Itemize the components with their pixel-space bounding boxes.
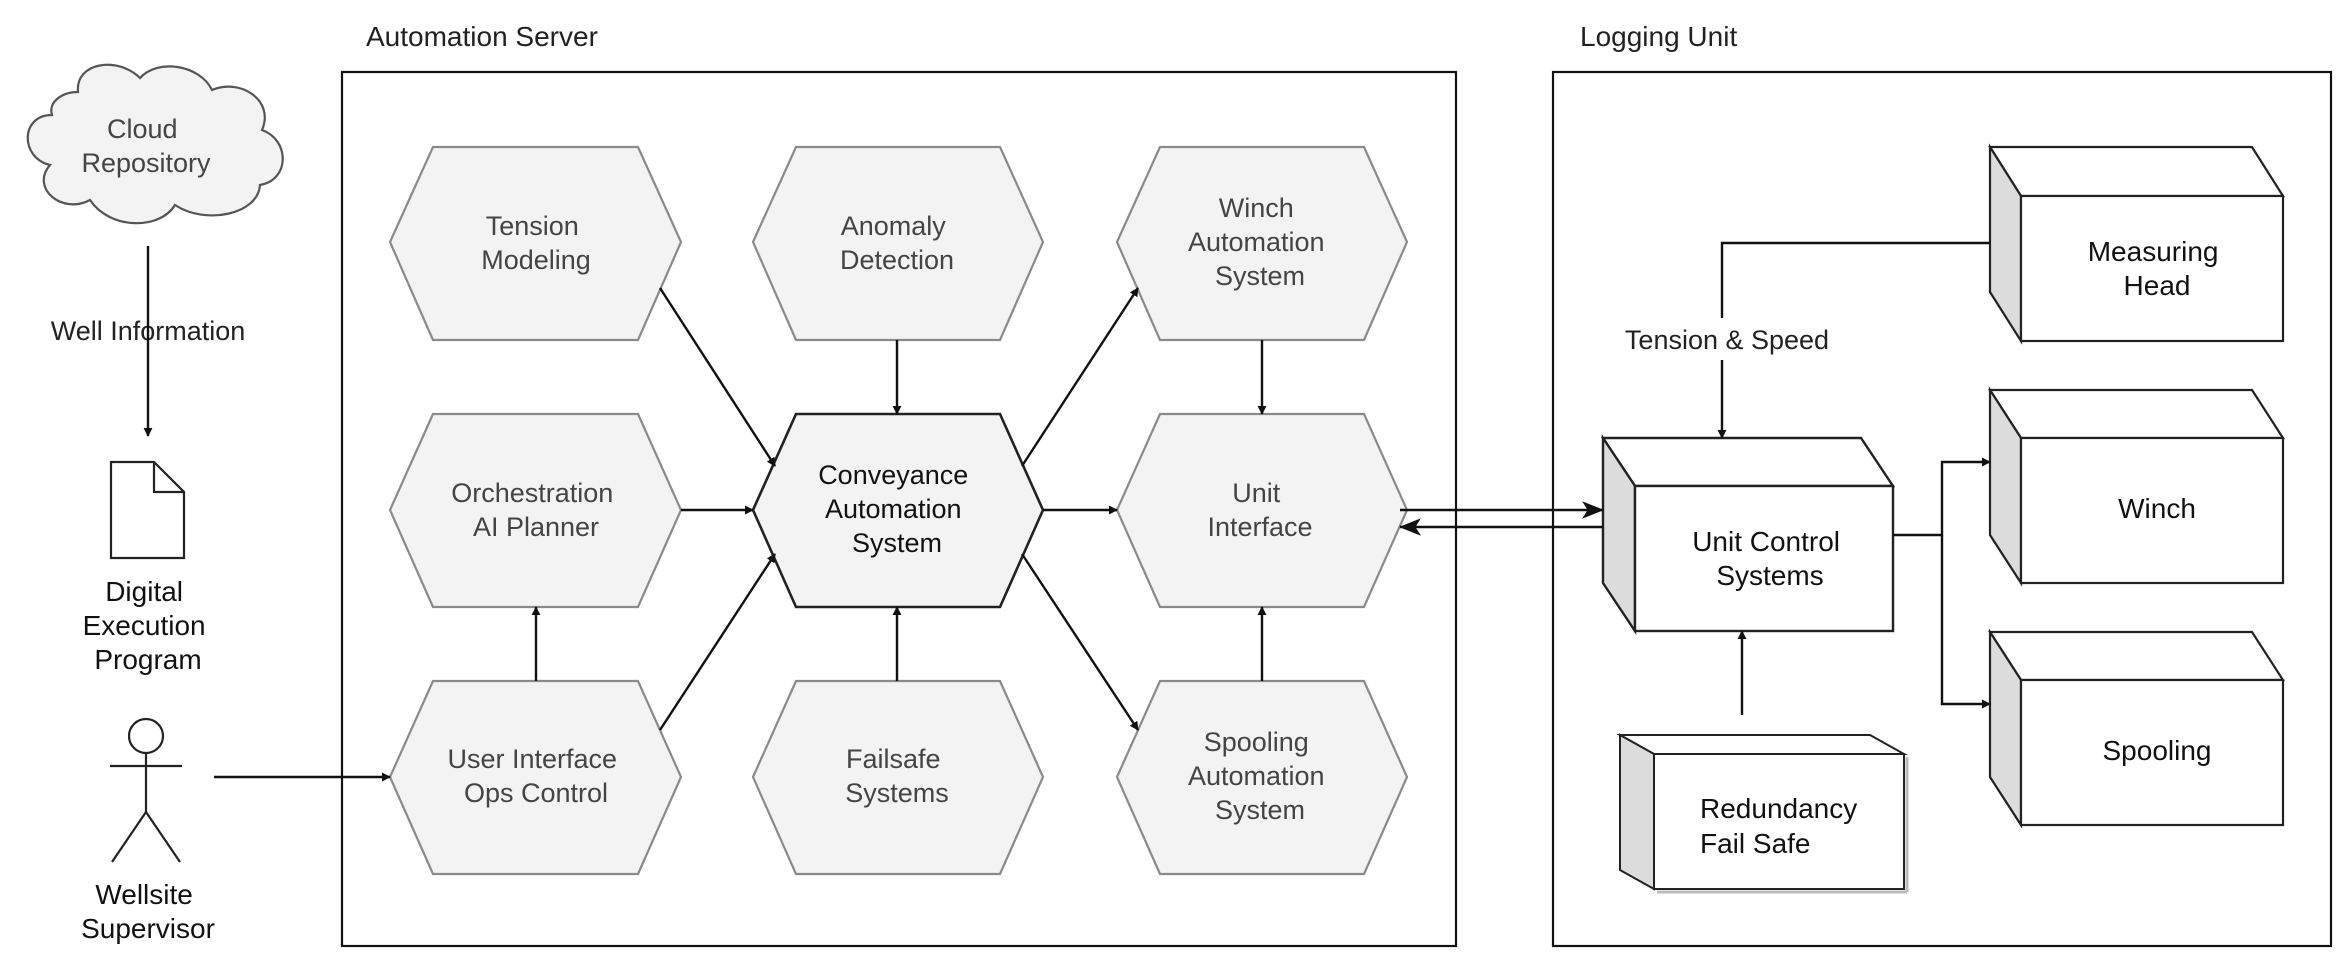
document-icon <box>109 460 186 560</box>
redundancy-fail-safe-node[interactable]: Redundancy Fail Safe <box>1616 733 1909 894</box>
anomaly-detection-label: Anomaly Detection <box>840 211 954 275</box>
edge-conveyance-to-spooling-automation <box>1020 553 1140 731</box>
edge-conveyance-to-winch-automation <box>1020 287 1140 467</box>
edge-measuring-head-to-unit-control <box>1717 241 1990 439</box>
unit-control-systems-node[interactable]: Unit Control Systems <box>1600 434 1896 635</box>
failsafe-label: Failsafe Systems <box>845 744 949 808</box>
orchestration-label: Orchestration AI Planner <box>451 478 621 542</box>
winch-automation-label: Winch Automation System <box>1188 193 1332 291</box>
cloud-repository-node: Cloud Repository <box>26 63 284 225</box>
spooling-label: Spooling <box>2103 735 2212 766</box>
tension-speed-label: Tension & Speed <box>1625 325 1829 355</box>
unit-interface-label: Unit Interface <box>1207 478 1312 542</box>
wellsite-supervisor-actor: Wellsite Supervisor <box>81 717 215 944</box>
unit-interface-node[interactable]: Unit Interface <box>1115 412 1409 609</box>
measuring-head-label: Measuring Head <box>2088 236 2227 301</box>
cloud-label: Cloud Repository <box>81 114 211 178</box>
failsafe-systems-node[interactable]: Failsafe Systems <box>751 679 1045 876</box>
automation-server-group: Automation Server <box>340 21 1458 948</box>
spooling-automation-node[interactable]: Spooling Automation System <box>1115 679 1409 876</box>
digital-execution-label: Digital Execution Program <box>83 576 214 675</box>
logging-unit-group: Logging Unit <box>1551 21 2333 948</box>
automation-server-title: Automation Server <box>366 21 598 52</box>
winch-node[interactable]: Winch <box>1987 386 2286 587</box>
orchestration-ai-planner-node[interactable]: Orchestration AI Planner <box>388 412 683 609</box>
edge-label-background <box>1618 318 1836 360</box>
spooling-automation-label: Spooling Automation System <box>1188 727 1332 825</box>
spooling-node[interactable]: Spooling <box>1987 628 2286 829</box>
tension-modeling-node[interactable]: Tension Modeling <box>388 145 683 342</box>
conveyance-automation-node[interactable]: Conveyance Automation System <box>751 412 1045 609</box>
anomaly-detection-node[interactable]: Anomaly Detection <box>751 145 1045 342</box>
logging-unit-title: Logging Unit <box>1580 21 1737 52</box>
edge-unit-control-to-winch <box>1893 457 1991 537</box>
unit-control-label: Unit Control Systems <box>1692 526 1848 591</box>
user-interface-label: User Interface Ops Control <box>447 744 624 808</box>
user-interface-ops-control-node[interactable]: User Interface Ops Control <box>388 679 683 876</box>
person-icon <box>110 717 182 863</box>
digital-execution-program-node: Digital Execution Program <box>83 460 214 675</box>
winch-label: Winch <box>2118 493 2196 524</box>
measuring-head-node[interactable]: Measuring Head <box>1988 143 2285 345</box>
conveyance-label: Conveyance Automation System <box>818 460 976 558</box>
cloud-icon <box>26 63 284 225</box>
edges: Tension & Speed <box>143 241 1991 782</box>
tension-modeling-label: Tension Modeling <box>481 211 591 275</box>
wellsite-supervisor-label: Wellsite Supervisor <box>81 879 215 944</box>
redundancy-label: Redundancy Fail Safe <box>1700 793 1865 859</box>
edge-tension-to-conveyance <box>658 287 777 467</box>
winch-automation-node[interactable]: Winch Automation System <box>1115 145 1409 342</box>
edge-user-interface-to-conveyance <box>658 553 777 731</box>
edge-unit-control-to-spooling <box>1940 535 1991 709</box>
